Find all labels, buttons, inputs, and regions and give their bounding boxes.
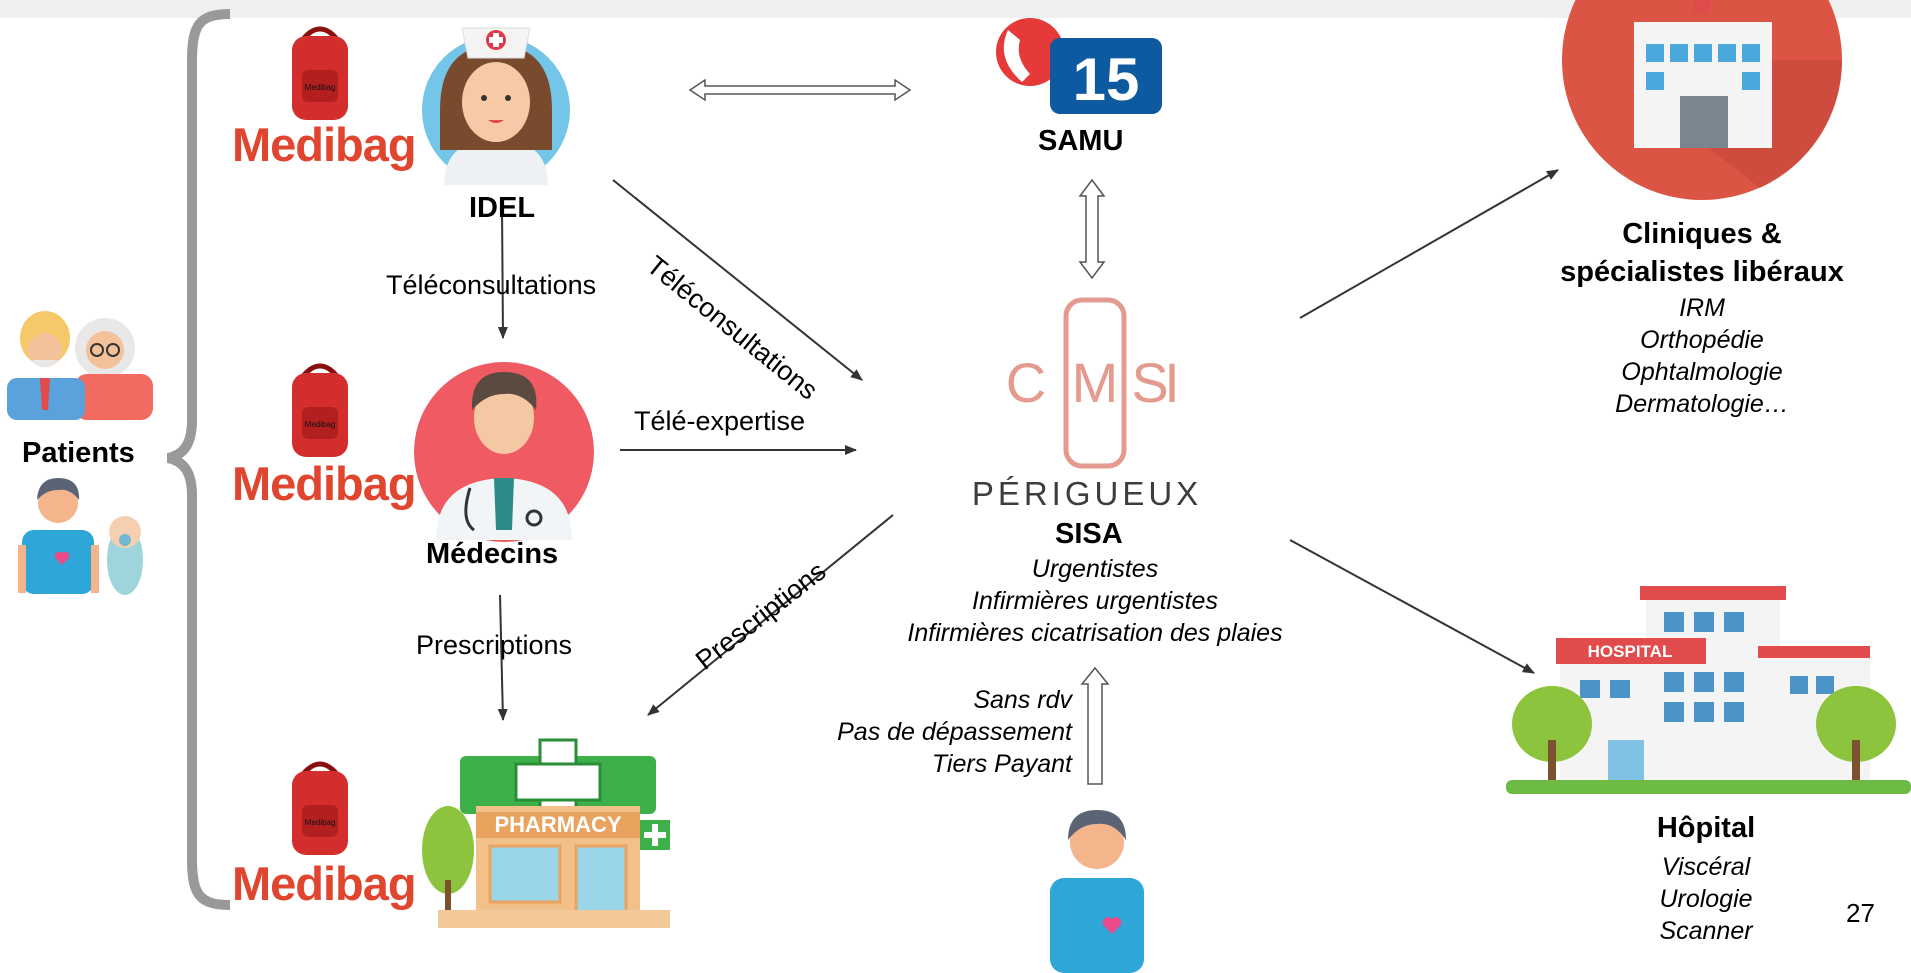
cliniques-specialty-1: IRM — [1679, 294, 1725, 322]
svg-text:C: C — [1006, 351, 1046, 414]
clinic-icon — [1562, 0, 1843, 200]
flow-label-idel-medecins: Téléconsultations — [386, 270, 597, 300]
hospital-icon: HOSPITAL — [1506, 586, 1911, 794]
man-baby-icon — [18, 478, 143, 595]
cliniques-title-line2: spécialistes libéraux — [1560, 256, 1844, 288]
hopital-specialty-1: Viscéral — [1661, 853, 1751, 881]
svg-text:PHARMACY: PHARMACY — [494, 812, 621, 837]
medibag-label-1: Medibag — [232, 118, 417, 171]
walkin-condition-2: Pas de dépassement — [837, 718, 1072, 746]
arrow-cmsi-hopital — [1289, 539, 1535, 674]
arrow-samu-cmsi — [1078, 178, 1106, 280]
svg-text:M: M — [1072, 351, 1119, 414]
walkin-person-icon — [1050, 810, 1144, 973]
medibag-backpack-icon-3: Medibag — [292, 761, 348, 855]
cmsi-logo: C M S I PÉRIGUEUX — [972, 297, 1202, 512]
hopital-specialty-2: Urologie — [1659, 885, 1753, 913]
samu-badge — [1050, 38, 1162, 114]
hopital-specialty-3: Scanner — [1659, 917, 1753, 945]
walkin-condition-1: Sans rdv — [973, 686, 1072, 714]
sisa-role-2: Infirmières urgentistes — [972, 587, 1218, 615]
elderly-couple-icon — [7, 311, 153, 420]
arrow-medecins-pharmacy — [497, 594, 508, 721]
top-strip — [0, 0, 1911, 18]
cliniques-specialty-4: Dermatologie… — [1615, 390, 1789, 418]
svg-text:I: I — [1164, 351, 1180, 414]
samu-badge-number: 15 — [1073, 46, 1140, 113]
flow-arrows — [497, 78, 1559, 785]
arrow-cmsi-pharmacy — [647, 514, 894, 716]
page-number: 27 — [1846, 898, 1875, 928]
svg-text:HOSPITAL: HOSPITAL — [1588, 642, 1673, 661]
sisa-role-3: Infirmières cicatrisation des plaies — [907, 619, 1283, 647]
patients-brace — [166, 9, 231, 910]
medibag-label-2: Medibag — [232, 457, 417, 510]
arrow-idel-medecins — [497, 207, 508, 339]
sisa-label: SISA — [1055, 518, 1123, 550]
hopital-label: Hôpital — [1656, 812, 1756, 844]
arrow-cmsi-cliniques — [1299, 169, 1559, 319]
arrow-idel-cmsi — [612, 179, 863, 381]
svg-text:S: S — [1131, 351, 1168, 414]
svg-text:Medibag: Medibag — [305, 83, 336, 92]
cliniques-specialty-2: Orthopédie — [1640, 326, 1764, 354]
cliniques-specialty-3: Ophtalmologie — [1621, 358, 1783, 386]
pharmacy-icon: PHARMACY — [422, 738, 670, 928]
medibag-backpack-icon-2: Medibag — [292, 363, 348, 457]
idel-label: IDEL — [469, 192, 536, 224]
doctor-icon — [414, 362, 594, 542]
svg-text:Medibag: Medibag — [305, 818, 336, 827]
arrow-idel-samu — [688, 78, 912, 102]
sisa-role-1: Urgentistes — [1031, 555, 1159, 583]
svg-text:PÉRIGUEUX: PÉRIGUEUX — [972, 475, 1202, 512]
flow-label-medecins-cmsi: Télé-expertise — [634, 406, 806, 436]
samu-label: SAMU — [1038, 125, 1124, 157]
medecins-label: Médecins — [426, 538, 559, 570]
arrow-walkin-cmsi — [1080, 666, 1110, 785]
medibag-label-3: Medibag — [232, 857, 417, 910]
medibag-backpack-icon-1: Medibag — [292, 26, 348, 120]
walkin-condition-3: Tiers Payant — [931, 750, 1072, 778]
svg-text:Medibag: Medibag — [305, 420, 336, 429]
samu-phone-icon — [996, 18, 1064, 86]
nurse-icon — [422, 27, 570, 185]
patients-label: Patients — [22, 437, 135, 469]
flow-label-medecins-pharmacy: Prescriptions — [416, 630, 573, 660]
cliniques-title-line1: Cliniques & — [1622, 218, 1782, 250]
